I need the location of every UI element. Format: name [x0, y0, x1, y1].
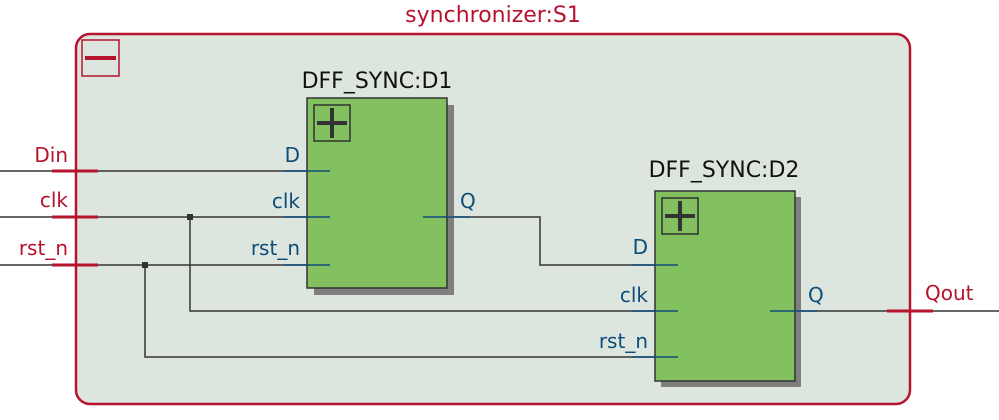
pin-label-clk: clk	[620, 283, 649, 307]
minus-icon-frame[interactable]	[81, 39, 120, 77]
wire-q1-to-d2	[423, 216, 678, 266]
pin-label-rst-n: rst_n	[251, 236, 300, 260]
port-label-clk: clk	[40, 188, 69, 212]
wires	[0, 170, 999, 358]
port-label-din: Din	[34, 143, 68, 167]
pin-label-q: Q	[460, 189, 476, 213]
pin-label-q: Q	[808, 283, 824, 307]
pin-label-d: D	[633, 235, 648, 259]
module-title: synchronizer:S1	[405, 3, 581, 28]
pin-label-clk: clk	[272, 189, 301, 213]
wire-clk-d2	[189, 217, 678, 312]
expand-button[interactable]	[661, 197, 699, 235]
collapse-button[interactable]	[81, 39, 120, 77]
instance-body[interactable]	[306, 97, 448, 289]
wire-rst-n-d2	[144, 265, 678, 358]
expand-button[interactable]	[313, 104, 351, 142]
instance-title: DFF_SYNC:D2	[649, 158, 800, 183]
instance-d1[interactable]: DFF_SYNC:D1 D clk rst_n Q	[251, 69, 476, 295]
pin-label-d: D	[285, 143, 300, 167]
instance-body[interactable]	[654, 190, 796, 382]
port-label-qout: Qout	[925, 281, 974, 305]
junction-dot-rst-n	[142, 262, 148, 268]
instance-d2[interactable]: DFF_SYNC:D2 D clk rst_n Q	[599, 158, 824, 387]
pin-label-rst-n: rst_n	[599, 329, 648, 353]
port-label-rst-n: rst_n	[19, 236, 68, 260]
top-port-stubs	[52, 169, 933, 313]
instance-title: DFF_SYNC:D1	[302, 69, 453, 94]
plus-icon-frame[interactable]	[313, 104, 351, 142]
junction-dot-clk	[187, 214, 193, 220]
plus-icon-frame[interactable]	[661, 197, 699, 235]
